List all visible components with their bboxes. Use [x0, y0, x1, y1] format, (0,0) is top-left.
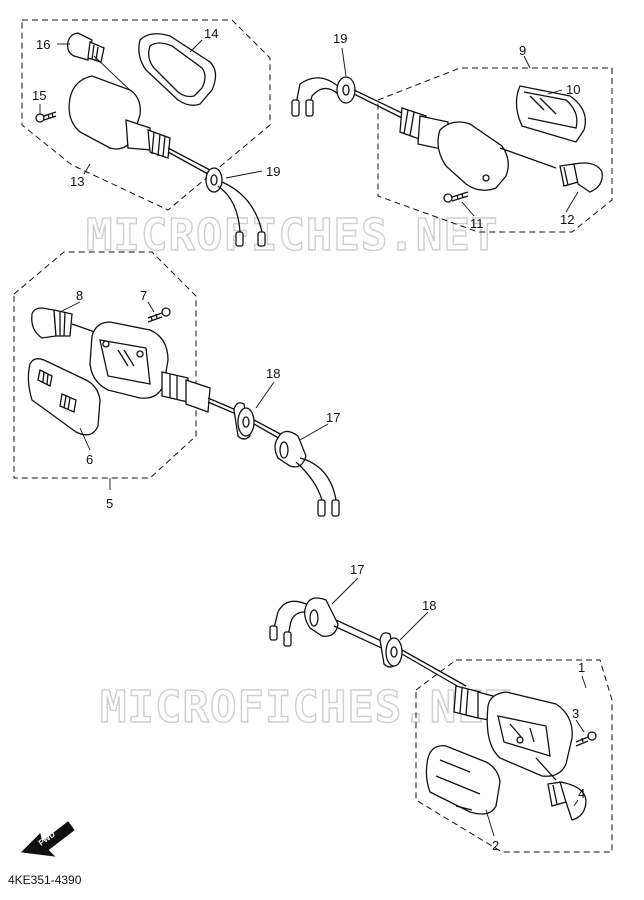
- callout-4: 4: [578, 786, 585, 801]
- callout-1: 1: [578, 660, 585, 675]
- callout-5: 5: [106, 496, 113, 511]
- flasher-assembly-9: [291, 67, 613, 233]
- screw-7: [147, 307, 171, 323]
- callout-13: 13: [70, 174, 84, 189]
- flasher-assembly-1: [415, 659, 613, 853]
- callout-15: 15: [32, 88, 46, 103]
- bottom-wires: [269, 600, 311, 647]
- callout-17-bottom: 17: [350, 562, 364, 577]
- callout-19-lower: 19: [266, 164, 280, 179]
- lens-2: [425, 745, 501, 815]
- callout-7: 7: [140, 288, 147, 303]
- grommet-18-middle: [233, 402, 285, 441]
- grommet-19-lower: [205, 167, 266, 247]
- watermark-bottom: MICROFICHES.NET: [100, 682, 512, 733]
- callout-2: 2: [492, 838, 499, 853]
- diagram-code: 4KE351-4390: [8, 873, 82, 887]
- screw-11: [443, 191, 469, 203]
- housing-13: [68, 75, 211, 175]
- callout-9: 9: [519, 43, 526, 58]
- screw-3: [575, 731, 597, 747]
- watermark-top: MICROFICHES.NET: [86, 210, 498, 261]
- bulb-16: [66, 32, 105, 63]
- callout-numbers: 16 14 15 13 19 19 9 10 11 12 7 8 6 5 18 …: [32, 26, 585, 853]
- grommet-18-bottom: [379, 632, 467, 691]
- lens-14: [138, 33, 217, 106]
- screw-15: [35, 111, 57, 123]
- callout-14: 14: [204, 26, 218, 41]
- bulb-12: [559, 162, 603, 193]
- forward-arrow-icon: FWD: [20, 821, 75, 857]
- callout-16: 16: [36, 37, 50, 52]
- callout-12: 12: [560, 212, 574, 227]
- callout-19-upper: 19: [333, 31, 347, 46]
- callout-8: 8: [76, 288, 83, 303]
- callout-3: 3: [572, 706, 579, 721]
- housing-1: [453, 685, 573, 781]
- bulb-4: [547, 781, 587, 821]
- callout-18-bottom: 18: [422, 598, 436, 613]
- flasher-assembly-13: [21, 19, 271, 247]
- housing-5: [89, 321, 237, 415]
- lens-6: [27, 358, 101, 436]
- callout-10: 10: [566, 82, 580, 97]
- callout-11: 11: [470, 216, 484, 231]
- callout-6: 6: [86, 452, 93, 467]
- housing-9: [399, 107, 557, 191]
- callout-18-middle: 18: [266, 366, 280, 381]
- grommet-17-bottom: [304, 597, 389, 651]
- bulb-8: [31, 307, 113, 339]
- flasher-assembly-5: [13, 251, 237, 479]
- lens-10: [515, 85, 587, 143]
- grommet-17-middle: [274, 430, 340, 517]
- grommet-19-upper: [291, 76, 405, 119]
- callout-17-middle: 17: [326, 410, 340, 425]
